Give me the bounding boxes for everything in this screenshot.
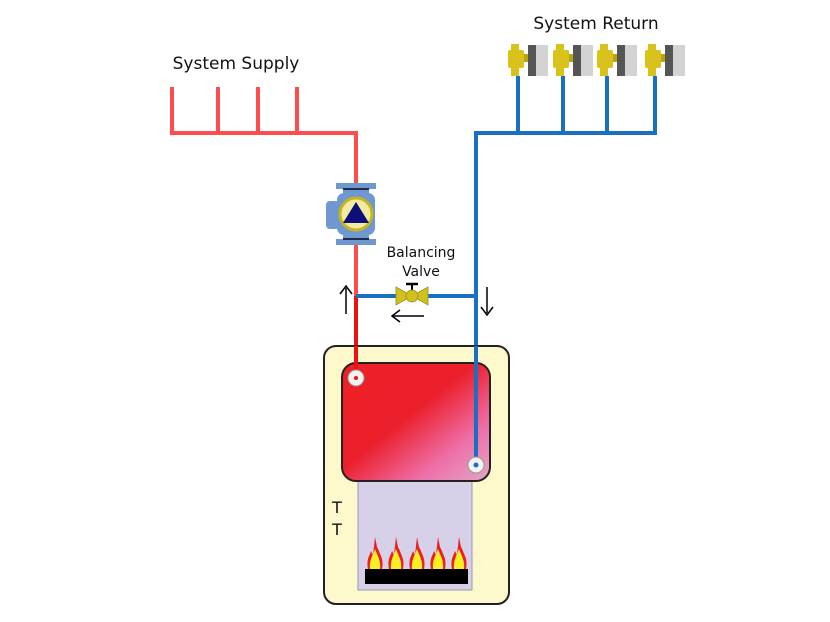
- flame-icon: [451, 537, 467, 569]
- burner: [365, 569, 468, 584]
- balancing-valve-label-line2: Valve: [402, 264, 440, 280]
- zone-valve: [553, 44, 593, 76]
- supply-manifold: [170, 87, 358, 298]
- zone-valves: [508, 44, 685, 76]
- flame-icon: [367, 537, 383, 569]
- balancing-valve-label-line1: Balancing: [387, 245, 456, 261]
- flame-icon: [430, 537, 446, 569]
- flow-left-arrow-icon: [390, 309, 424, 323]
- thermostat-label-1: T: [331, 498, 342, 517]
- circulator-pump: [326, 183, 376, 245]
- system-return-label: System Return: [533, 14, 658, 34]
- thermostat-label-2: T: [331, 520, 342, 539]
- flow-down-arrow-icon: [480, 287, 494, 317]
- pump-triangle-icon: [343, 202, 369, 223]
- burner-flames: [367, 537, 467, 569]
- balancing-valve: [395, 282, 429, 306]
- flame-icon: [388, 537, 404, 569]
- zone-valve: [508, 44, 548, 76]
- zone-valve: [597, 44, 637, 76]
- flow-up-arrow-icon: [339, 284, 353, 314]
- zone-valve: [645, 44, 685, 76]
- heat-exchanger: [341, 362, 491, 482]
- system-supply-label: System Supply: [173, 54, 300, 74]
- flame-icon: [409, 537, 425, 569]
